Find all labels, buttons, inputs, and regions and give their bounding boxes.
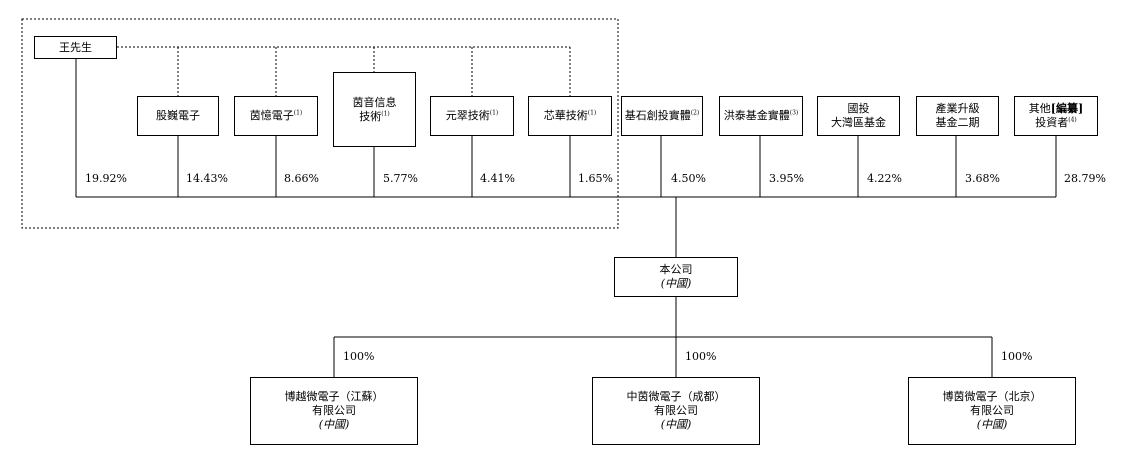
- entity-3-name-line2: 技術: [359, 109, 382, 123]
- entity-box-3: 茵音信息 技術(1): [333, 72, 416, 147]
- company-box: 本公司 (中國): [614, 257, 738, 297]
- shareholder-5-redacted: [編纂]: [1050, 102, 1084, 115]
- pct-entity-2: 8.66%: [284, 172, 319, 185]
- pct-subsidiary-2: 100%: [685, 350, 717, 363]
- entity-4-name: 元翠技術: [445, 109, 490, 122]
- entity-1-name: 股巍電子: [156, 109, 200, 122]
- entity-2-name: 茵憶電子: [249, 109, 294, 122]
- control-group-boundary: [21, 18, 619, 229]
- shareholder-4-line1: 產業升級: [935, 102, 980, 115]
- pct-entity-5: 1.65%: [578, 172, 613, 185]
- shareholder-5-prefix: 其他: [1028, 102, 1051, 115]
- pct-subsidiary-3: 100%: [1001, 350, 1033, 363]
- shareholder-box-1: 基石創投實體(2): [621, 96, 703, 136]
- shareholder-5-line2: 投資者: [1035, 116, 1069, 129]
- pct-shareholder-2: 3.95%: [769, 172, 804, 185]
- entity-5-note: (1): [587, 109, 597, 117]
- shareholder-1-line1: 基石創投實體: [624, 109, 691, 122]
- shareholder-1-note: (2): [690, 109, 700, 117]
- shareholder-3-line2: 大灣區基金: [831, 116, 886, 129]
- company-name: 本公司: [659, 263, 693, 276]
- shareholder-box-5: 其他[編纂] 投資者(4): [1014, 96, 1098, 136]
- holder-box-wang: 王先生: [34, 36, 117, 59]
- subsidiary-3-line1: 博茵微電子（北京）: [942, 390, 1042, 403]
- pct-entity-3: 5.77%: [383, 172, 418, 185]
- entity-3-note: (1): [381, 109, 390, 117]
- subsidiary-1-country: (中國): [318, 418, 350, 431]
- shareholder-4-line2: 基金二期: [935, 116, 980, 129]
- subsidiary-3-line2: 有限公司: [970, 404, 1014, 417]
- entity-box-4: 元翠技術(1): [430, 96, 514, 136]
- entity-4-note: (1): [489, 109, 499, 117]
- shareholder-box-3: 國投 大灣區基金: [817, 96, 900, 136]
- subsidiary-box-1: 博越微電子（江蘇） 有限公司 (中國): [250, 377, 418, 445]
- entity-box-5: 芯華技術(1): [528, 96, 612, 136]
- shareholder-2-note: (3): [789, 109, 799, 117]
- holder-name: 王先生: [59, 40, 92, 54]
- pct-shareholder-5: 28.79%: [1064, 172, 1106, 185]
- subsidiary-2-line1: 中茵微電子（成都）: [626, 390, 726, 403]
- subsidiary-2-line2: 有限公司: [654, 404, 698, 417]
- entity-box-1: 股巍電子: [137, 96, 219, 136]
- subsidiary-box-3: 博茵微電子（北京） 有限公司 (中國): [908, 377, 1076, 445]
- shareholder-2-line1: 洪泰基金實體: [723, 109, 790, 122]
- entity-5-name: 芯華技術: [543, 109, 588, 122]
- entity-box-2: 茵憶電子(1): [234, 96, 318, 136]
- subsidiary-1-line1: 博越微電子（江蘇）: [284, 390, 384, 403]
- shareholder-box-2: 洪泰基金實體(3): [719, 96, 803, 136]
- pct-holder: 19.92%: [85, 172, 127, 185]
- pct-shareholder-3: 4.22%: [867, 172, 902, 185]
- pct-shareholder-1: 4.50%: [671, 172, 706, 185]
- subsidiary-1-line2: 有限公司: [312, 404, 356, 417]
- entity-2-note: (1): [293, 109, 303, 117]
- pct-subsidiary-1: 100%: [343, 350, 375, 363]
- shareholding-lines: [75, 59, 1057, 377]
- company-country: (中國): [660, 277, 692, 290]
- pct-shareholder-4: 3.68%: [965, 172, 1000, 185]
- entity-3-name-line1: 茵音信息: [352, 95, 397, 109]
- shareholder-3-line1: 國投: [847, 102, 870, 115]
- shareholder-box-4: 產業升級 基金二期: [916, 96, 999, 136]
- subsidiary-2-country: (中國): [660, 418, 692, 431]
- control-lines: [117, 46, 571, 96]
- pct-entity-4: 4.41%: [480, 172, 515, 185]
- shareholder-5-note: (4): [1068, 116, 1077, 124]
- pct-entity-1: 14.43%: [186, 172, 228, 185]
- subsidiary-box-2: 中茵微電子（成都） 有限公司 (中國): [592, 377, 760, 445]
- subsidiary-3-country: (中國): [976, 418, 1008, 431]
